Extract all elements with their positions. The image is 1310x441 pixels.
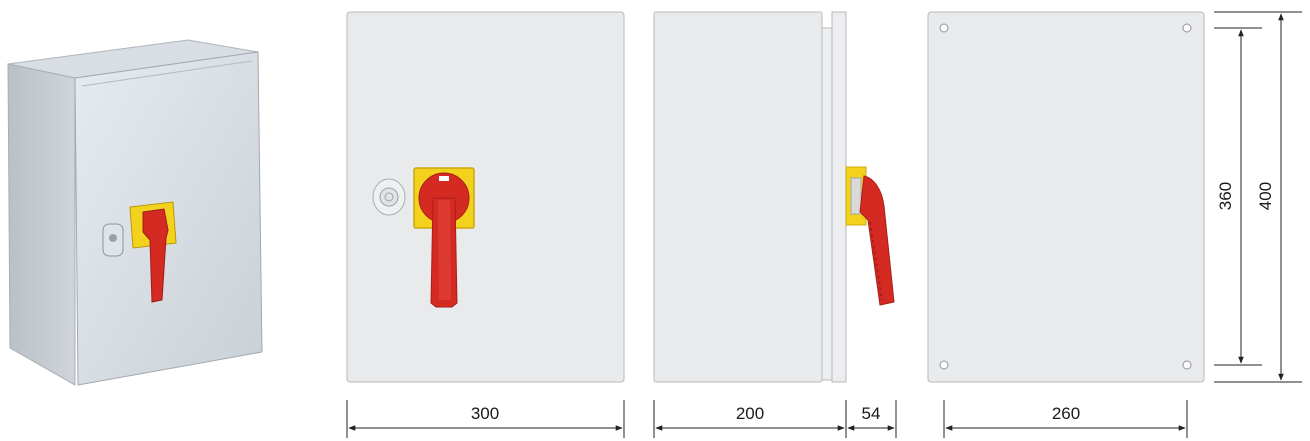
back-panel xyxy=(927,11,1205,383)
back-view xyxy=(927,11,1205,383)
dimension-label-back-hole-spacing: 260 xyxy=(1052,404,1080,423)
dimension-hole-vertical-spacing xyxy=(1214,27,1262,366)
enclosure-photo xyxy=(7,39,263,386)
dimension-side-depth xyxy=(653,400,847,438)
dimension-overall-height xyxy=(1214,11,1302,383)
lock-cylinder-icon xyxy=(372,178,406,216)
dimension-label-side-depth: 200 xyxy=(736,404,764,423)
rotary-switch-handle-icon xyxy=(413,167,475,308)
dimension-label-overall-height: 400 xyxy=(1256,182,1275,210)
mounting-hole-icon xyxy=(939,23,949,33)
side-view xyxy=(653,11,895,383)
dimension-back-hole-spacing xyxy=(943,400,1188,438)
dimension-front-width xyxy=(346,400,625,438)
side-body-panel xyxy=(653,11,823,383)
front-door-panel xyxy=(346,11,625,383)
lock-cylinder-icon xyxy=(102,223,124,257)
dimension-label-handle-depth: 54 xyxy=(862,404,881,423)
mounting-hole-icon xyxy=(1182,360,1192,370)
front-view xyxy=(346,11,625,383)
rotary-switch-handle-icon xyxy=(129,201,177,303)
dimension-handle-depth xyxy=(847,400,897,438)
dimension-label-hole-vertical-spacing: 360 xyxy=(1216,182,1235,210)
side-door-hinge xyxy=(831,11,847,383)
mounting-hole-icon xyxy=(1182,23,1192,33)
mounting-hole-icon xyxy=(939,360,949,370)
dimension-label-front-width: 300 xyxy=(471,404,499,423)
side-door-panel xyxy=(821,27,833,381)
rotary-switch-handle-icon xyxy=(845,166,895,306)
